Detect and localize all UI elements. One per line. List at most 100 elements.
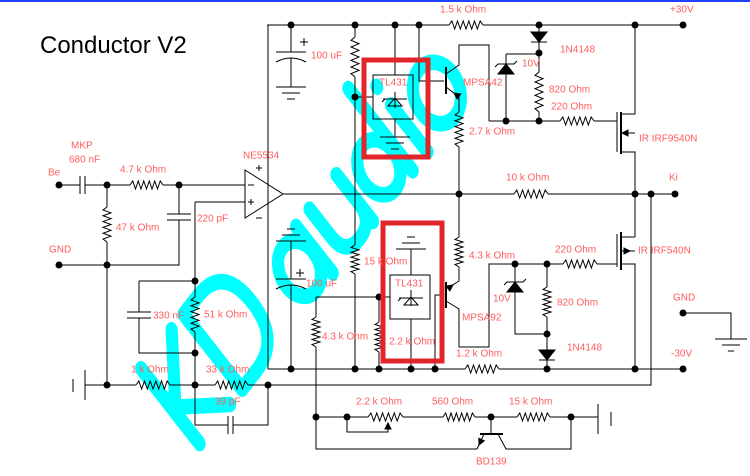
emitter-arrow-icon [453,92,462,100]
label-r-4k3-left: 4.3 k Ohm [322,331,368,342]
plus-sign [296,269,304,277]
wire [59,220,180,266]
junction-dot [103,181,111,189]
label-r-820-bottom: 820 Ohm [557,297,598,308]
wire [315,347,477,450]
label-c-330n: 330 nF [153,310,184,321]
label-tl431-top: TL431 [379,77,408,88]
junction-dot [343,413,351,421]
junction-dot [191,277,199,285]
component-labels: +30V 1.5 k Ohm 100 uF TL431 MPSA42 1N414… [48,4,697,467]
junction-dot [511,260,519,268]
capacitor-330n [127,311,151,319]
junction-dot [407,365,415,373]
wire [621,25,636,115]
junction-dot [679,21,687,29]
junction-dot [647,190,655,198]
junction-dot [375,365,383,373]
junction-dot [351,365,359,373]
junction-dot [191,381,199,389]
label-ne5534: NE5534 [243,150,280,161]
resistor-4k3-left [310,316,322,348]
tl431-top [372,74,414,120]
mosfet-arrow-icon [620,129,629,137]
zener-10v-bottom [503,278,527,293]
opamp-ne5534 [244,169,284,219]
highlight-box-tl431-top [361,57,431,160]
resistor-15k [349,244,361,275]
watermark-letter [135,321,237,452]
potentiometer-2k2 [367,411,404,423]
watermark-letter [290,218,339,281]
wire [194,385,228,426]
wire [445,263,563,348]
label-bd139: BD139 [476,456,507,467]
label-pot-2k2: 2.2 k Ohm [356,396,402,407]
diode-triangle [496,63,516,75]
junction-dot [103,381,111,389]
tl431-bottom [389,274,431,320]
label-output-ki: Ki [669,172,678,183]
diode-triangle [529,31,549,43]
resistor-1k5 [448,19,484,31]
label-c-39p: 39 pF [215,396,241,407]
capacitor-39p [227,416,234,434]
plus-sign [300,38,308,46]
label-tl431-bottom: TL431 [395,278,424,289]
mosfet-arrow-icon [623,247,632,255]
junction-dot [191,349,199,357]
resistor-560 [442,411,476,423]
label-mkp: MKP [71,140,93,151]
resistor-220-top [559,115,595,127]
resistor-15k-bottom [516,411,551,423]
wire [514,292,547,335]
label-irf540n: IR IRF540N [638,245,691,256]
resistor-top-divider [349,36,361,78]
junction-dot [543,330,551,338]
junction-dot [631,21,639,29]
resistor-47k [101,206,113,243]
label-mpsa42: MPSA42 [463,77,503,88]
label-mpsa92: MPSA92 [462,312,502,323]
junction-dot [535,117,543,125]
junction-dot [287,365,295,373]
label-r-220-top: 220 Ohm [551,101,592,112]
junction-dot [631,365,639,373]
junction-dot [535,49,543,57]
junction-dot [415,21,423,29]
label-input-be: Be [48,167,61,178]
wire [138,318,195,354]
label-r-33k: 33 k Ohm [206,364,249,375]
capacitor-plate-curved [275,57,307,63]
resistor-820-bottom [541,286,553,318]
emitter-arrow-icon [445,284,454,292]
watermark-letter [177,273,274,397]
label-r-4k3-right: 4.3 k Ohm [469,250,515,261]
highlight-box-tl431-bottom [380,220,445,364]
capacitor-220p [167,213,191,221]
zener-bar [494,60,518,68]
junction-dot [431,365,439,373]
resistor-51k [189,296,201,333]
ground-symbol-top-cap [276,86,306,100]
label-r-51k: 51 k Ohm [204,309,247,320]
wire [445,44,490,121]
diode-triangle [537,349,557,361]
label-1n4148-top: 1N4148 [560,44,595,55]
label-c-100u-bottom: 100 uF [306,278,337,289]
ground-symbol-tl431-bottom [396,236,426,250]
junction-dot [543,365,551,373]
junction-dot [455,190,463,198]
label-r-1k: 1 k Ohm [131,364,169,375]
wire [346,417,389,433]
junction-dot [679,309,687,317]
label-r-47k: 47 k Ohm [116,222,159,233]
capacitor-plate-curved [275,284,307,290]
junction-dot [55,261,63,269]
junction-dot [631,190,639,198]
junction-dot [351,21,359,29]
wire [621,263,636,369]
label-c-220p: 220 pF [197,213,228,224]
label-r-220-bottom: 220 Ohm [555,244,596,255]
